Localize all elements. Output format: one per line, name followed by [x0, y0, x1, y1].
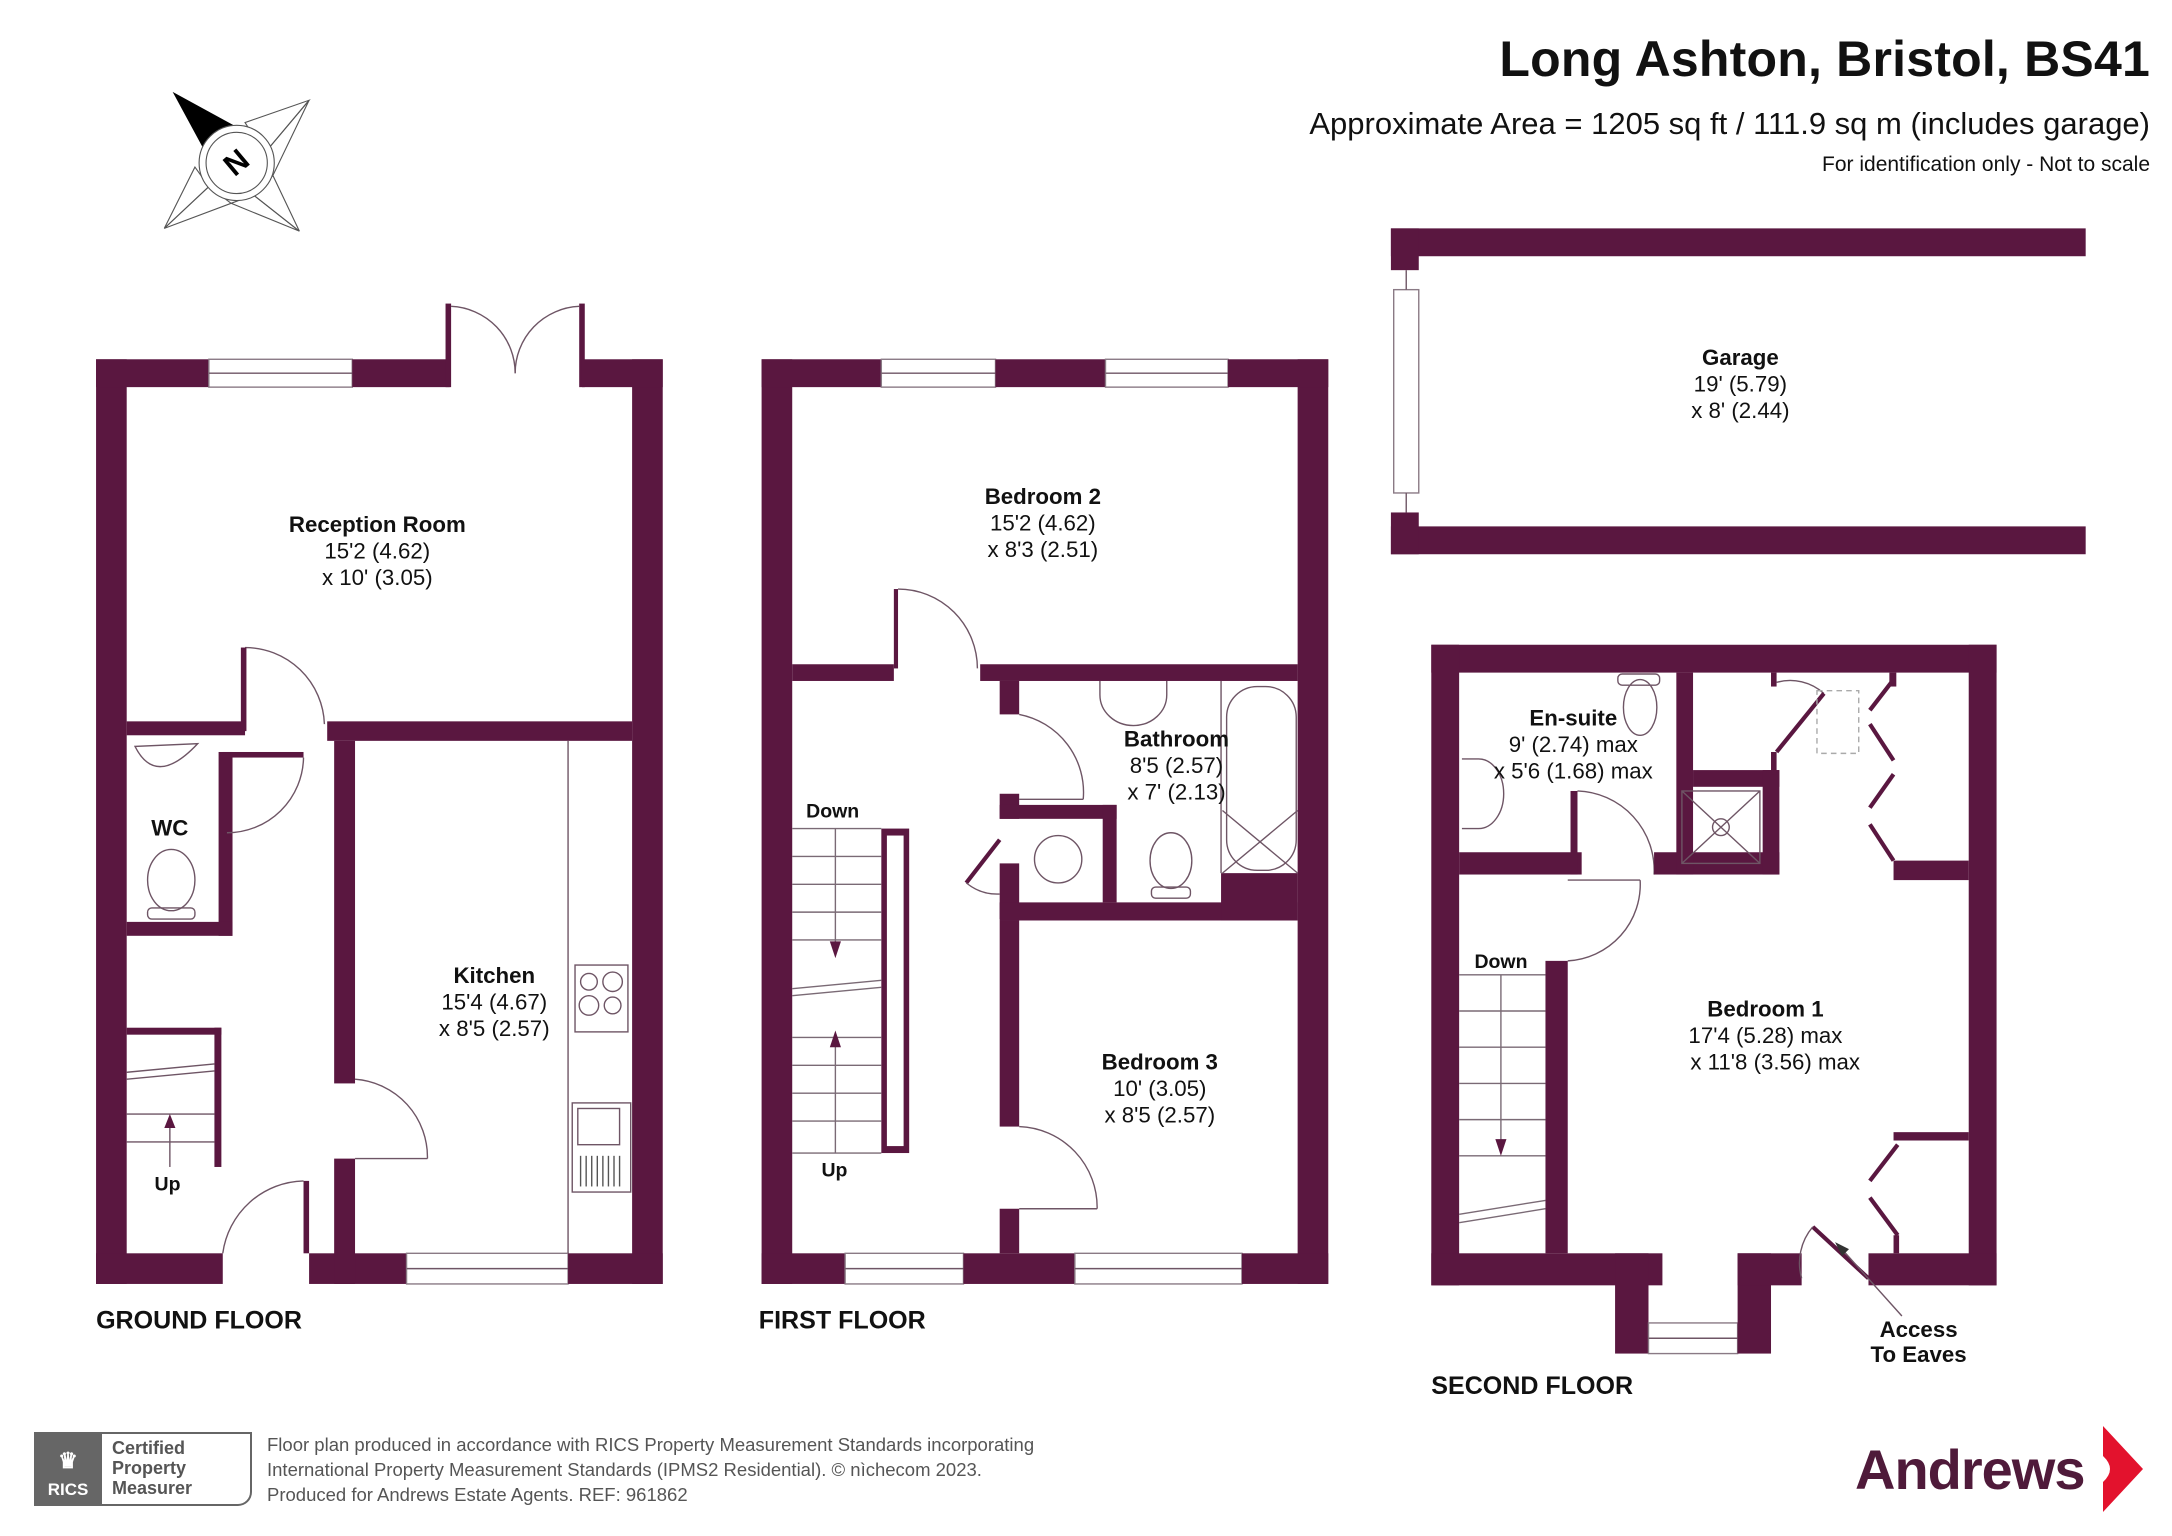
svg-text:19' (5.79): 19' (5.79) — [1694, 371, 1787, 396]
room-name-bathroom: Bathroom — [1124, 726, 1229, 751]
floor-label-second: SECOND FLOOR — [1431, 1372, 1633, 1400]
footer-disclaimer: Floor plan produced in accordance with R… — [267, 1434, 1035, 1505]
first-floor-plan: Bedroom 2 15'2 (4.62) x 8'3 (2.51) Bathr… — [759, 358, 1329, 1335]
room-name-bedroom-3: Bedroom 3 — [1102, 1049, 1218, 1074]
room-name-bedroom-1: Bedroom 1 — [1707, 997, 1823, 1022]
stairs-down-label: Down — [806, 800, 859, 822]
svg-text:x 8'5 (2.57): x 8'5 (2.57) — [1104, 1102, 1215, 1127]
logo-text: Andrews — [1855, 1437, 2085, 1501]
disclaimer-note: For identification only - Not to scale — [1822, 153, 2150, 176]
svg-text:x 10' (3.05): x 10' (3.05) — [322, 565, 433, 590]
svg-text:8'5 (2.57): 8'5 (2.57) — [1130, 753, 1223, 778]
rics-certified-badge: ♛ RICS Certified Property Measurer — [34, 1432, 252, 1506]
svg-text:x 8' (2.44): x 8' (2.44) — [1691, 398, 1789, 423]
room-name-garage: Garage — [1702, 345, 1779, 370]
svg-text:15'4 (4.67): 15'4 (4.67) — [441, 990, 547, 1015]
stairs-up-label: Up — [821, 1160, 847, 1182]
svg-text:10' (3.05): 10' (3.05) — [1113, 1076, 1206, 1101]
ground-floor-plan: Reception Room 15'2 (4.62) x 10' (3.05) … — [96, 303, 663, 1335]
andrews-logo: Andrews — [1855, 1426, 2145, 1512]
svg-text:x 5'6 (1.68) max: x 5'6 (1.68) max — [1494, 758, 1653, 783]
svg-text:x 8'5 (2.57): x 8'5 (2.57) — [439, 1016, 550, 1041]
second-floor-plan: En-suite 9' (2.74) max x 5'6 (1.68) max … — [1431, 644, 1997, 1400]
svg-text:15'2 (4.62): 15'2 (4.62) — [324, 538, 430, 563]
stairs-up-label: Up — [155, 1174, 181, 1196]
garage-plan: Garage 19' (5.79) x 8' (2.44) — [1390, 228, 2086, 555]
svg-text:15'2 (4.62): 15'2 (4.62) — [990, 511, 1096, 536]
compass-north-icon: N — [163, 91, 311, 232]
svg-text:17'4 (5.28) max: 17'4 (5.28) max — [1688, 1023, 1842, 1048]
svg-text:x 7' (2.13): x 7' (2.13) — [1127, 779, 1225, 804]
svg-text:9' (2.74) max: 9' (2.74) max — [1509, 732, 1638, 757]
rics-badge-text: Certified Property Measurer — [102, 1432, 252, 1506]
floor-label-ground: GROUND FLOOR — [96, 1307, 302, 1335]
rics-logo-icon: ♛ RICS — [34, 1432, 102, 1506]
access-eaves-label-1: Access — [1880, 1317, 1958, 1342]
stairs-down-label: Down — [1474, 951, 1527, 973]
svg-text:x 11'8 (3.56) max: x 11'8 (3.56) max — [1690, 1049, 1860, 1074]
room-name-bedroom-2: Bedroom 2 — [985, 484, 1101, 509]
access-eaves-label-2: To Eaves — [1871, 1342, 1967, 1367]
chevron-right-icon — [2102, 1426, 2143, 1512]
page-title: Long Ashton, Bristol, BS41 — [1499, 31, 2150, 87]
room-name-en-suite: En-suite — [1529, 706, 1617, 731]
room-name-wc: WC — [151, 816, 188, 841]
svg-text:x 8'3 (2.51): x 8'3 (2.51) — [987, 537, 1098, 562]
room-name-kitchen: Kitchen — [453, 963, 535, 988]
approximate-area: Approximate Area = 1205 sq ft / 111.9 sq… — [1309, 106, 2150, 141]
room-name-reception: Reception Room — [289, 512, 466, 537]
floor-label-first: FIRST FLOOR — [759, 1307, 926, 1335]
